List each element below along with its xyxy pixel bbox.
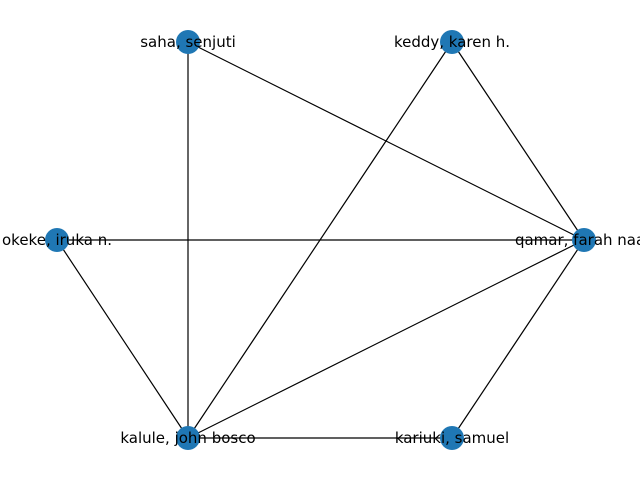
node-label-saha: saha, senjuti: [140, 33, 236, 51]
nodes-layer: [45, 30, 596, 450]
edge-okeke-kalule: [56, 239, 189, 439]
node-kalule[interactable]: [176, 426, 200, 450]
edge-keddy-qamar: [451, 41, 585, 241]
edge-kariuki-qamar: [451, 239, 585, 439]
edges-layer: [56, 41, 585, 439]
labels-layer: saha, senjuti keddy, karen h. okeke, iruka…: [2, 33, 640, 447]
node-keddy[interactable]: [440, 30, 464, 54]
node-label-qamar: qamar, farah naaz: [515, 231, 640, 249]
node-qamar[interactable]: [572, 228, 596, 252]
node-kariuki[interactable]: [440, 426, 464, 450]
node-label-kariuki: kariuki, samuel: [395, 429, 509, 447]
edge-kalule-qamar: [187, 239, 585, 439]
node-okeke[interactable]: [45, 228, 69, 252]
node-label-okeke: okeke, iruka n.: [2, 231, 112, 249]
node-label-keddy: keddy, karen h.: [394, 33, 510, 51]
node-saha[interactable]: [176, 30, 200, 54]
node-label-kalule: kalule, john bosco: [120, 429, 255, 447]
